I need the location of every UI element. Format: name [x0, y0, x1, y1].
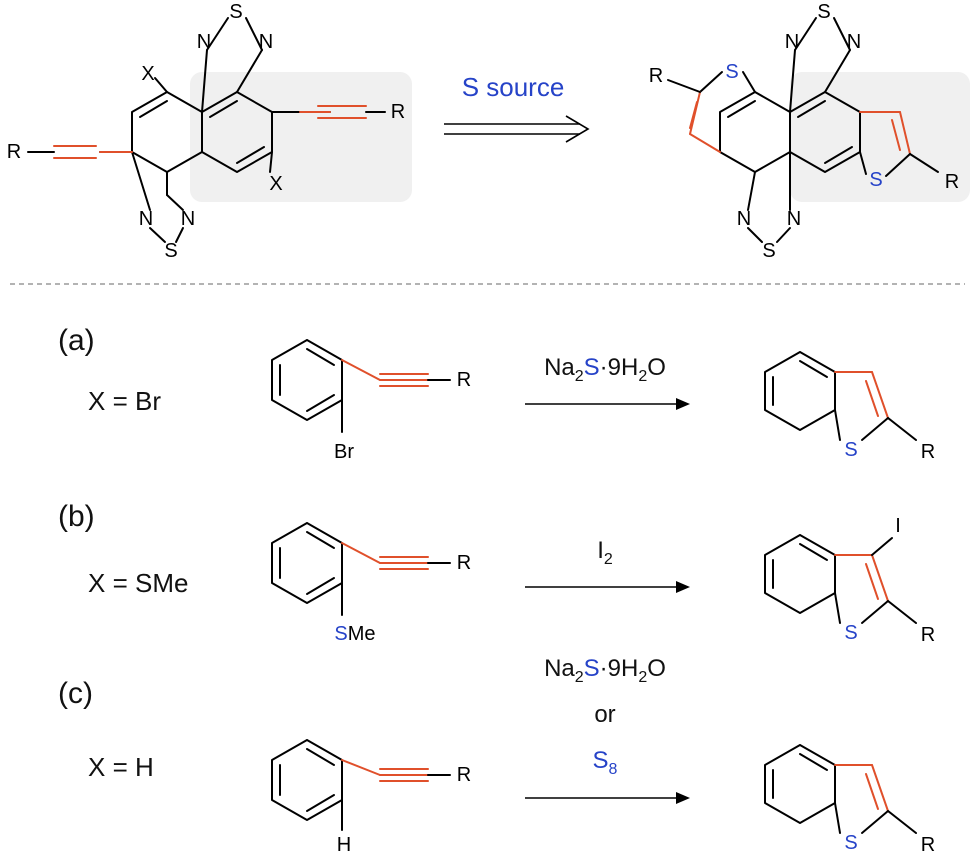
reactant-s-upper: S [229, 1, 242, 23]
row-a-reagent: Na2S·9H2O [544, 354, 666, 385]
row-a-label: (a) [58, 324, 95, 357]
row-c-reactant [271, 739, 451, 831]
product-n-lower-right: N [787, 208, 801, 230]
row-a-product-r: R [921, 441, 935, 463]
row-a-condition: X = Br [88, 386, 161, 416]
row-b-condition: X = SMe [88, 568, 188, 598]
row-a-reactant-r: R [457, 369, 471, 391]
row-b-arrow [525, 581, 690, 593]
row-a-product-s: S [844, 439, 857, 461]
reactant-s-lower: S [164, 240, 177, 262]
product-highlight-box [790, 72, 970, 202]
row-c-reagent-line1: Na2S·9H2O [544, 655, 666, 686]
top-double-arrow [444, 115, 590, 143]
row-b-product-s: S [844, 622, 857, 644]
row-a-arrow [525, 398, 690, 410]
s-source-label: S source [462, 72, 565, 102]
row-c-reagent-or: or [594, 701, 615, 728]
row-a-reactant [271, 339, 451, 433]
reactant-n-lower-left: N [139, 208, 153, 230]
reactant-r-right: R [391, 101, 405, 123]
row-b-reagent: I2 [597, 537, 613, 568]
row-b-reactant-sme: SMe [334, 623, 375, 645]
product-r-left: R [649, 65, 663, 87]
row-a-reactant-br: Br [334, 441, 354, 463]
row-b-product-r: R [921, 624, 935, 646]
reactant-r-left: R [7, 141, 21, 163]
row-b-product [764, 534, 917, 624]
reactant-x-top: X [141, 63, 154, 85]
row-b-label: (b) [58, 500, 95, 533]
product-core [667, 17, 939, 243]
product-s-right-thiophene: S [869, 169, 882, 191]
reactant-n-upper-left: N [197, 31, 211, 53]
row-b-reactant-r: R [457, 552, 471, 574]
row-a-product [764, 351, 917, 441]
reactant-n-lower-right: N [181, 208, 195, 230]
product-r-right: R [945, 171, 959, 193]
row-b-reactant [271, 522, 451, 616]
reactant-highlight-box [190, 72, 412, 202]
reactant-x-bottom: X [269, 173, 282, 195]
row-c-arrow [525, 792, 690, 804]
product-s-upper: S [817, 1, 830, 23]
row-b-product-iodo: I [895, 515, 901, 537]
product-n-upper-left: N [785, 31, 799, 53]
row-c-product-r: R [921, 834, 935, 856]
row-c-product-s: S [844, 832, 857, 854]
reactant-n-upper-right: N [259, 31, 273, 53]
row-c-label: (c) [58, 677, 93, 710]
row-c-reactant-r: R [457, 764, 471, 786]
product-s-left-thiophene: S [725, 61, 738, 83]
reactant-core [27, 17, 386, 243]
row-c-reactant-h: H [337, 834, 351, 856]
product-n-lower-left: N [737, 208, 751, 230]
row-c-reagent-line3: S8 [593, 747, 618, 778]
product-s-lower: S [762, 240, 775, 262]
row-c-condition: X = H [88, 752, 154, 782]
product-n-upper-right: N [847, 31, 861, 53]
row-c-product [764, 744, 917, 834]
